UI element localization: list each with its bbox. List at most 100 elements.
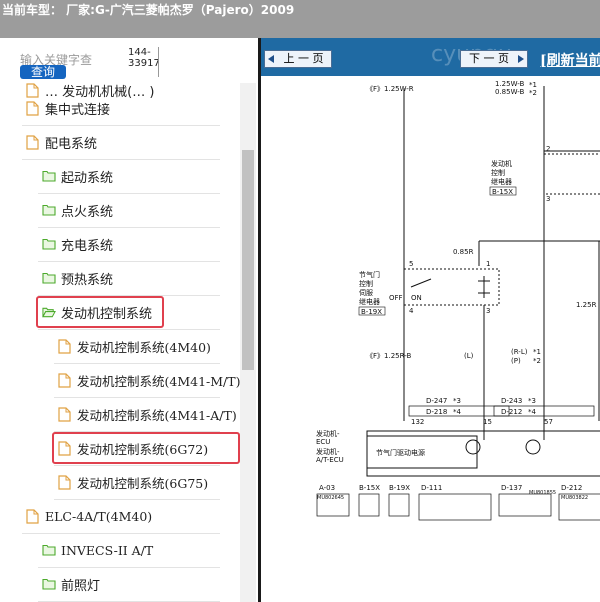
label-ecu-c: 发动机- <box>316 447 340 456</box>
next-page-button[interactable]: 下 一 页 <box>460 50 528 68</box>
label-b19x: B-19X <box>361 308 382 316</box>
tree-row-divider <box>22 533 220 534</box>
label-mu3: MU803822 <box>561 495 588 501</box>
label-thr1: 节气门 <box>359 270 380 279</box>
label-ecu-a: 发动机- <box>316 429 340 438</box>
tree-row-divider <box>38 261 220 262</box>
tree-item[interactable]: 发动机控制系统 <box>42 298 152 326</box>
tree-item[interactable]: 起动系统 <box>42 162 113 190</box>
tree-item-label: 发动机控制系统(4M41-A/T) <box>77 407 237 423</box>
folder-icon <box>42 237 56 251</box>
tree-row-divider <box>38 193 220 194</box>
folder-icon <box>42 577 56 591</box>
search-divider <box>158 47 159 77</box>
tree-item-label: 前照灯 <box>61 578 101 594</box>
folder-icon <box>42 271 56 285</box>
label-57: 57 <box>544 418 553 426</box>
current-vehicle-text: 当前车型： 厂家:G-广汽三菱帕杰罗（Pajero）2009 <box>2 3 295 17</box>
label-pin4: 4 <box>409 307 414 315</box>
file-icon <box>26 100 40 116</box>
label-mu: MU802645 <box>317 495 344 501</box>
tree-item-highlight <box>52 432 240 464</box>
label-f15wr: 《F》1.25W-R <box>366 85 414 93</box>
label-d218: D-218 <box>426 408 447 416</box>
tree-item-label: 发动机控制系统(4M41-M/T) <box>77 373 241 389</box>
label-b15x: B-15X <box>492 188 513 196</box>
label-thr2: 控制 <box>359 279 373 288</box>
label-pin3b: 3 <box>486 307 490 315</box>
sidebar: … 发动机机械(… )集中式连接配电系统起动系统点火系统充电系统预热系统发动机控… <box>0 38 258 602</box>
refresh-link[interactable]: [刷新当前 <box>540 53 600 69</box>
label-pin1: 1 <box>486 260 490 268</box>
label-pin5: 5 <box>409 260 413 268</box>
next-page-label: 下 一 页 <box>469 52 509 65</box>
viewer-toolbar: cyunqu 上 一 页 下 一 页 [刷新当前 <box>261 38 600 76</box>
label-085r: 0.85R <box>453 248 474 256</box>
label-ecu-relay1: 发动机 <box>491 159 512 168</box>
label-mu2: MU801855 <box>529 490 556 496</box>
record-count-line1: 144- <box>128 47 151 58</box>
label-rl: (R-L) <box>511 348 528 356</box>
search-input[interactable] <box>20 48 124 68</box>
label-d243: D-243 <box>501 397 522 405</box>
label-d212-c: D-212 <box>561 484 582 492</box>
folder-icon <box>42 169 56 183</box>
tree-item[interactable]: 发动机控制系统(6G72) <box>58 434 208 462</box>
tree-row-divider <box>38 329 220 330</box>
tree-item[interactable]: ELC-4A/T(4M40) <box>26 502 152 530</box>
file-icon <box>26 134 40 150</box>
label-a03: A-03 <box>319 484 335 492</box>
tree-item[interactable]: 发动机控制系统(4M41-A/T) <box>58 400 237 428</box>
label-box: 节气门驱动电源 <box>376 448 425 457</box>
file-icon <box>58 474 72 490</box>
label-star3: *3 <box>453 397 461 405</box>
label-b15x-c: B-15X <box>359 484 380 492</box>
tree-item[interactable]: 充电系统 <box>42 230 113 258</box>
tree-item[interactable]: 预热系统 <box>42 264 113 292</box>
label-star2: *2 <box>529 89 537 97</box>
label-star1: *1 <box>529 81 537 89</box>
tree-row-divider <box>54 499 220 500</box>
tree-item[interactable]: 发动机控制系统(4M40) <box>58 332 211 360</box>
tree-item-highlight <box>36 296 164 328</box>
label-ecu-d: A/T-ECU <box>316 456 344 464</box>
tree-item[interactable]: 发动机控制系统(6G75) <box>58 468 208 496</box>
label-b19x-c: B-19X <box>389 484 410 492</box>
tree-item-label: 点火系统 <box>61 204 114 220</box>
tree-item[interactable]: 发动机控制系统(4M41-M/T) <box>58 366 240 394</box>
record-count: 144- 33917 <box>128 47 160 69</box>
query-button[interactable]: 查询 <box>20 65 66 79</box>
tree-item[interactable]: 配电系统 <box>26 128 97 156</box>
topbar: 当前车型： 厂家:G-广汽三菱帕杰罗（Pajero）2009 <box>0 0 600 38</box>
diagram-viewer: cyunqu 上 一 页 下 一 页 [刷新当前 <box>258 38 600 602</box>
tree-item-label: 发动机控制系统(6G72) <box>77 441 209 457</box>
label-ecu-relay2: 控制 <box>491 168 505 177</box>
tree-item[interactable]: … 发动机机械(… ) <box>26 76 154 104</box>
label-pin2: 2 <box>546 145 550 153</box>
label-off: OFF <box>389 294 403 302</box>
label-f125rb: 《F》1.25R-B <box>366 352 411 360</box>
prev-page-button[interactable]: 上 一 页 <box>264 50 332 68</box>
folder-open-icon <box>42 305 56 319</box>
tree-item[interactable]: 集中式连接 <box>26 94 110 122</box>
label-15: 15 <box>483 418 492 426</box>
file-icon <box>58 372 72 388</box>
file-icon <box>26 82 40 98</box>
tree-item-label: INVECS-II A/T <box>61 542 154 558</box>
sidebar-scroll-thumb[interactable] <box>242 150 254 370</box>
tree-item[interactable]: 前照灯 <box>42 570 100 598</box>
file-icon <box>26 508 40 524</box>
label-thr4: 继电器 <box>359 297 380 306</box>
file-icon <box>58 338 72 354</box>
label-132: 132 <box>411 418 424 426</box>
tree-item-label: 预热系统 <box>61 272 114 288</box>
tree-item[interactable]: INVECS-II A/T <box>42 536 153 564</box>
tree-item[interactable]: 点火系统 <box>42 196 113 224</box>
arrow-left-icon <box>268 55 274 63</box>
label-on: ON <box>411 294 422 302</box>
tree-item-label: 起动系统 <box>61 170 114 186</box>
label-d212: D-212 <box>501 408 522 416</box>
tree-row-divider <box>54 363 220 364</box>
file-icon <box>58 440 72 456</box>
tree-row-divider <box>54 431 220 432</box>
